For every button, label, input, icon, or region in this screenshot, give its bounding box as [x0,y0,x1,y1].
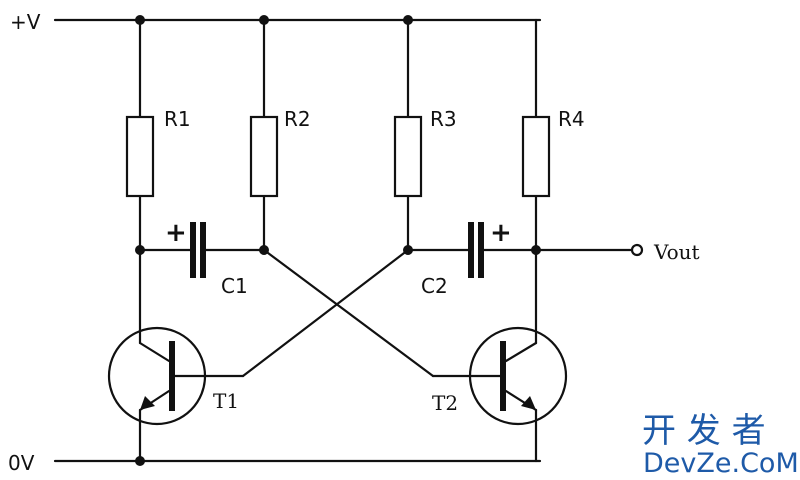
output-terminal [630,243,644,257]
transistor-t2-label: T2 [432,391,458,415]
resistor-r1-label: R1 [164,107,191,131]
capacitor-c1 [190,222,206,278]
wires [138,18,634,463]
positive-rail-label: +V [10,10,41,34]
watermark-english: DevZe.CoM [643,448,799,479]
watermark-chinese: 开 发 者 [642,411,766,451]
resistor-r3 [393,115,423,198]
transistor-t2 [468,326,568,426]
capacitor-c2-label: C2 [421,274,448,298]
capacitor-c2-plus: + [490,218,512,248]
capacitor-c1-plus: + [165,218,187,248]
resistor-r4 [521,115,551,198]
resistor-r2 [249,115,279,198]
capacitor-c2 [468,222,484,278]
output-label: Vout [653,240,700,264]
resistor-r2-label: R2 [284,107,311,131]
junction-dots [135,15,541,466]
resistor-r3-label: R3 [430,107,457,131]
capacitor-c1-label: C1 [221,274,248,298]
transistor-t1-label: T1 [213,389,239,413]
transistor-t1 [107,326,207,426]
resistor-r1 [125,115,155,198]
ground-rail-label: 0V [8,451,35,475]
resistor-r4-label: R4 [558,107,585,131]
